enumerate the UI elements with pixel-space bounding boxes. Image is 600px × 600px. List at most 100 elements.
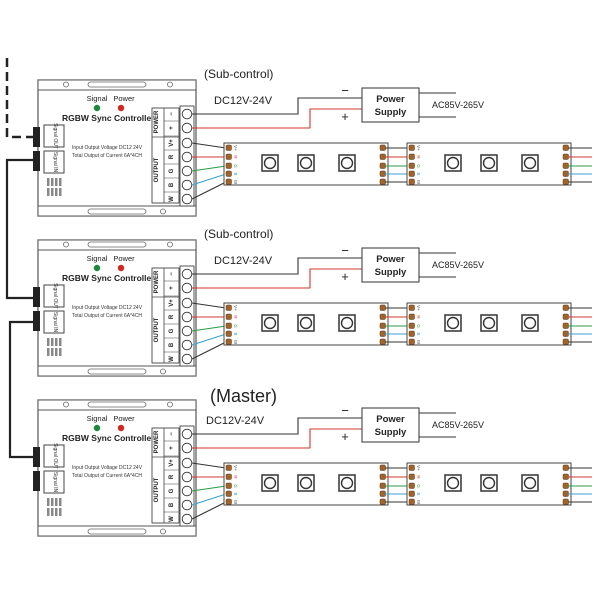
signal-in-label: Signal IN (52, 312, 58, 333)
pin-label: G (416, 164, 421, 168)
signal-in-label: Signal IN (52, 472, 58, 493)
terminal-screw-1 (181, 122, 193, 134)
psu-minus-label: − (341, 243, 349, 258)
dip-switch-mark (55, 338, 58, 346)
solder-pad (562, 144, 569, 151)
power-supply-label-1: Power (376, 414, 405, 425)
ac-label: AC85V-265V (432, 420, 484, 430)
terminal-label-2: V+ (169, 299, 175, 307)
mounting-slot-top (87, 241, 147, 248)
signal-led-icon (93, 104, 101, 112)
solder-pad (408, 304, 415, 311)
solder-pad (225, 313, 232, 320)
power-supply-label-2: Supply (375, 427, 407, 438)
signal-led-icon (93, 424, 101, 432)
signal-out-label: Signal OUT (52, 283, 58, 309)
terminal-panel-frame (151, 427, 180, 524)
pin-label: B (416, 492, 421, 495)
solder-pad (225, 473, 232, 480)
dip-switch-mark (59, 508, 62, 516)
solder-pad (379, 304, 386, 311)
power-led-label: Power (113, 94, 135, 103)
terminal-screw-5 (181, 179, 193, 191)
solder-pad (225, 338, 232, 345)
solder-pad (379, 313, 386, 320)
role-label: (Sub-control) (204, 227, 273, 241)
power-led-label: Power (113, 254, 135, 263)
pin-label: B (233, 332, 238, 335)
output-wire-W (191, 501, 227, 520)
power-supply-label-2: Supply (375, 107, 407, 118)
solder-pad (379, 473, 386, 480)
signal-in-socket (43, 150, 65, 174)
dip-switch-mark (55, 508, 58, 516)
incoming-signal-dashed-line (5, 58, 38, 139)
controller-name: RGBW Sync Controller (62, 273, 155, 283)
pin-label: R (233, 315, 238, 319)
signal-out-socket (43, 284, 65, 308)
pin-label: W (233, 340, 238, 345)
dip-switch-mark (51, 188, 54, 196)
terminal-screw-3 (181, 151, 193, 163)
solder-pad (225, 330, 232, 337)
solder-pad (225, 482, 232, 489)
signal-link-1-to-2 (5, 158, 38, 300)
dip-switch-mark (47, 178, 50, 186)
solder-pad (408, 162, 415, 169)
output-wire-V+ (191, 302, 227, 309)
dip-switch-mark (47, 188, 50, 196)
controller-name: RGBW Sync Controller (62, 113, 155, 123)
psu-plus-label: + (341, 269, 349, 284)
psu-minus-label: − (341, 403, 349, 418)
pin-label: W (233, 500, 238, 505)
led-strip-2: V+RGBW (406, 302, 592, 346)
pin-label: V+ (416, 305, 421, 311)
psu-negative-wire (192, 417, 362, 435)
signal-out-port: Signal OUT (33, 283, 65, 309)
psu-plus-label: + (341, 109, 349, 124)
mounting-hole (167, 401, 173, 408)
terminal-label-3: R (169, 314, 175, 319)
role-label: (Master) (210, 386, 277, 406)
mounting-hole (63, 81, 69, 88)
terminal-screw-1 (181, 442, 193, 454)
psu-minus-label: − (341, 83, 349, 98)
solder-pad (379, 490, 386, 497)
led-strip-1: V+RGBW (223, 302, 409, 346)
signal-in-socket (43, 470, 65, 494)
signal-in-port: Signal IN (33, 470, 65, 494)
led-strip-1: V+RGBW (223, 142, 409, 186)
led-chip-lens (523, 156, 537, 170)
power-led-icon (117, 264, 125, 272)
spec-current: Total Output of Current 6A*4CH (72, 473, 142, 479)
pin-label: R (416, 315, 421, 319)
solder-pad (562, 330, 569, 337)
pin-label: G (233, 484, 238, 488)
led-chip-lens (446, 156, 460, 170)
solder-pad (379, 338, 386, 345)
dip-switch-mark (47, 498, 50, 506)
dip-switch-mark (47, 508, 50, 516)
solder-pad (562, 153, 569, 160)
dip-switch-mark (59, 348, 62, 356)
solder-pad (379, 322, 386, 329)
terminal-label-6: W (169, 356, 175, 362)
dc-voltage-label: DC12V-24V (214, 255, 273, 267)
dip-switch-mark (55, 498, 58, 506)
power-group-label: POWER (154, 430, 160, 453)
solder-pad (408, 144, 415, 151)
solder-pad (562, 304, 569, 311)
output-group-label: OUTPUT (154, 477, 160, 502)
solder-pad (225, 490, 232, 497)
signal-led-label: Signal (87, 94, 108, 103)
pin-label: W (416, 500, 421, 505)
pin-label: G (233, 164, 238, 168)
pin-label: V+ (416, 465, 421, 471)
pin-label: V+ (233, 465, 238, 471)
terminal-screw-2 (181, 297, 193, 309)
